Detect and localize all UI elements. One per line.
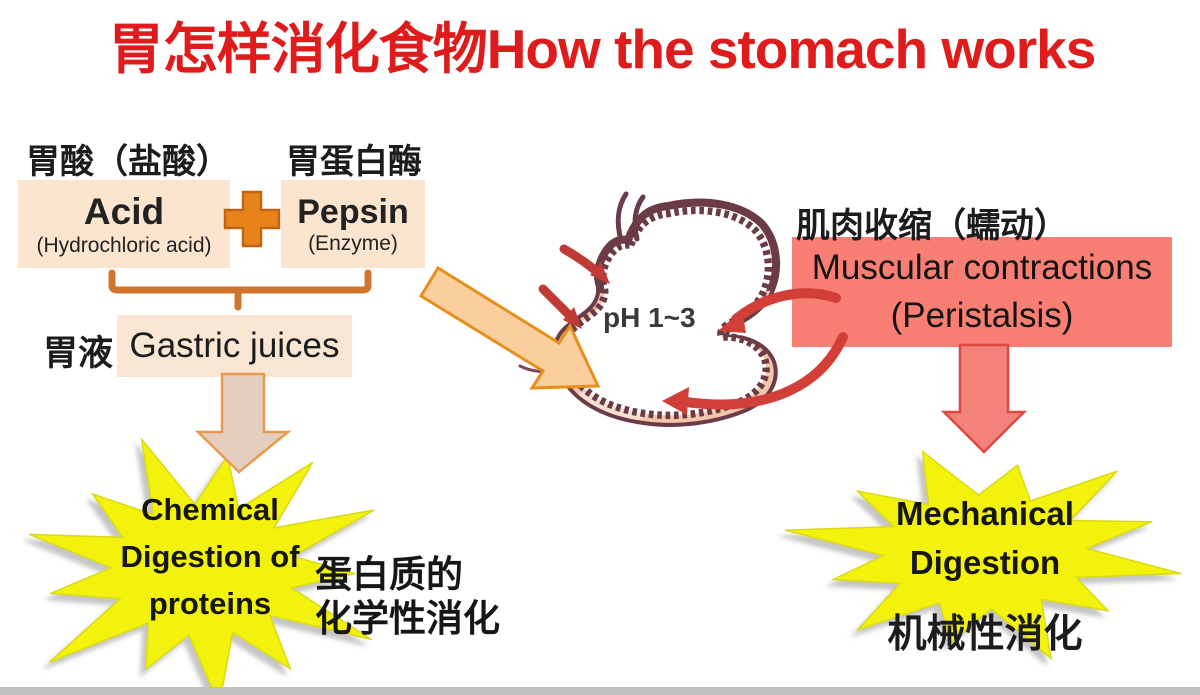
mechanical-digestion-label: Mechanical Digestion [855,489,1115,587]
protein-zh-line1: 蛋白质的 [315,554,463,595]
pepsin-box-title: Pepsin [297,192,409,231]
acid-box: Acid (Hydrochloric acid) [18,180,230,268]
mechanical-line2: Digestion [909,544,1061,581]
page-title: 胃怎样消化食物How the stomach works [108,18,1097,80]
esophagus-icon [615,191,646,243]
fundus-dots [649,209,763,288]
bracket-icon [108,269,372,311]
diagonal-arrow-icon [418,265,601,390]
muscular-contractions-box: Muscular contractions (Peristalsis) [792,237,1172,347]
bottom-bar [0,687,1200,695]
ph-label: pH 1~3 [603,302,696,333]
chemical-line1: Chemical [141,492,279,527]
down-arrow-icon [194,372,292,474]
acid-label-zh: 胃酸（盐酸） [26,143,230,181]
motion-marks [514,350,559,374]
acid-box-title: Acid [83,191,165,233]
chemical-digestion-label: Chemical Digestion of proteins [90,486,330,627]
chemical-line3: proteins [148,586,272,621]
pepsin-box: Pepsin (Enzyme) [281,180,425,268]
small-red-arrow-icons [538,244,610,329]
gastric-juices-label: Gastric juices [129,326,340,365]
protein-zh-line2: 化学性消化 [315,598,500,639]
pepsin-box-subtitle: (Enzyme) [308,232,398,255]
pepsin-label-zh: 胃蛋白酶 [286,143,422,181]
acid-box-subtitle: (Hydrochloric acid) [36,233,212,257]
gastric-juices-box: Gastric juices [117,315,352,377]
muscle-label-zh: 肌肉收缩（蠕动） [796,207,1068,245]
muscular-contractions-line2: (Peristalsis) [890,296,1074,335]
gastric-label-zh: 胃液 [43,334,114,373]
protein-digestion-label-zh: 蛋白质的 化学性消化 [315,553,500,641]
mechanical-line1: Mechanical [896,495,1074,532]
plus-icon [223,190,281,248]
red-down-arrow-icon [940,343,1028,454]
mechanical-digestion-label-zh: 机械性消化 [887,613,1083,656]
chemical-line2: Digestion of [120,539,300,574]
muscular-contractions-line1: Muscular contractions [811,248,1153,287]
